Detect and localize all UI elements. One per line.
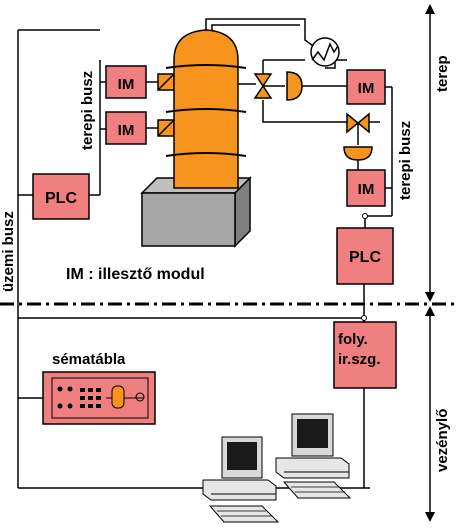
- mimic-panel: [42, 371, 156, 425]
- reactor-base: [140, 176, 252, 248]
- reactor-column: [165, 29, 247, 189]
- valve-icon: [253, 73, 285, 99]
- im-label: IM: [358, 80, 375, 97]
- im-box-left-1: IM: [105, 65, 147, 99]
- pipe-top: [205, 18, 317, 49]
- sensor-icon: [157, 73, 175, 91]
- sensor-icon: [157, 119, 175, 137]
- foly-label: foly.: [338, 331, 368, 348]
- pipe-lower: [262, 100, 347, 123]
- workstation-icon: [202, 436, 280, 523]
- actuator-icon: [286, 71, 303, 101]
- plc-box-left: PLC: [32, 173, 90, 220]
- plc-label: PLC: [349, 249, 381, 266]
- legend-text: IM : illesztő modul: [66, 266, 205, 283]
- terepi-busz-left-label: terepi busz: [79, 71, 96, 150]
- im-label: IM: [358, 181, 375, 198]
- terepi-busz-right-label: terepi busz: [397, 121, 414, 200]
- heat-exchanger-icon: [310, 37, 340, 67]
- terep-label: terep: [434, 55, 451, 92]
- terep-level-arrow: [425, 4, 435, 302]
- valve-icon: [346, 112, 370, 145]
- irszg-label: ir.szg.: [338, 351, 381, 368]
- process-computer-box: foly. ir.szg.: [333, 321, 397, 389]
- im-box-left-2: IM: [105, 111, 147, 145]
- pipe-top-inner: [211, 24, 300, 30]
- sematabla-label: sématábla: [52, 351, 126, 368]
- plc-box-right: PLC: [336, 227, 394, 285]
- im-label: IM: [118, 76, 135, 93]
- vezenylo-label: vezénylő: [434, 409, 451, 472]
- workstation-icon: [275, 413, 352, 499]
- uzemi-busz-label: üzemi busz: [0, 211, 17, 292]
- im-box-right-1: IM: [346, 69, 386, 105]
- im-box-right-2: IM: [346, 169, 386, 207]
- vezenylo-level-arrow: [425, 306, 435, 522]
- im-label: IM: [118, 122, 135, 139]
- actuator-icon: [343, 146, 373, 161]
- plc-label: PLC: [45, 190, 77, 207]
